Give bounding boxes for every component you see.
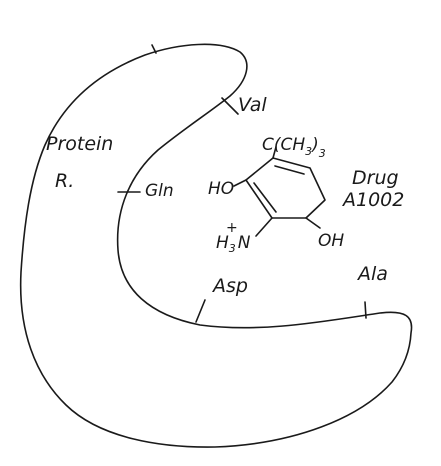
tert-butyl-sub-b: 3	[319, 147, 326, 160]
ammonium-h: H	[216, 233, 229, 253]
tert-butyl-label: C(CH3)3	[262, 135, 326, 160]
bond-to-n	[255, 217, 273, 237]
protein-outline	[19, 43, 413, 448]
protein-name-line1: Protein	[46, 133, 113, 155]
ammonium-charge: +	[226, 220, 238, 236]
tert-butyl-close: )	[310, 135, 319, 155]
hydroxyl-left-label: HO	[208, 179, 234, 199]
residue-val-label: Val	[238, 94, 267, 116]
ala-tick	[364, 301, 367, 319]
bond-to-ho	[233, 179, 247, 187]
asp-tick	[195, 299, 206, 323]
protein-name-line2: R.	[55, 170, 74, 192]
ammonium-n: N	[238, 233, 251, 253]
top-tick	[151, 44, 157, 54]
ammonium-sub: 3	[229, 242, 236, 255]
val-tick	[221, 97, 239, 115]
bond-to-oh	[305, 217, 321, 229]
tert-butyl-c: C(CH	[262, 135, 305, 155]
drug-name-line1: Drug	[352, 167, 399, 189]
ring-double-bond-left	[253, 182, 277, 213]
bond-to-tert-butyl	[272, 146, 277, 159]
drug-name-line2: A1002	[341, 189, 404, 211]
residue-asp-label: Asp	[211, 275, 248, 297]
tert-butyl-sub-a: 3	[305, 145, 312, 158]
hydroxyl-right-label: OH	[318, 231, 344, 251]
residue-gln-label: Gln	[145, 181, 174, 201]
ring-double-bond-top	[274, 165, 305, 175]
residue-ala-label: Ala	[356, 263, 388, 285]
